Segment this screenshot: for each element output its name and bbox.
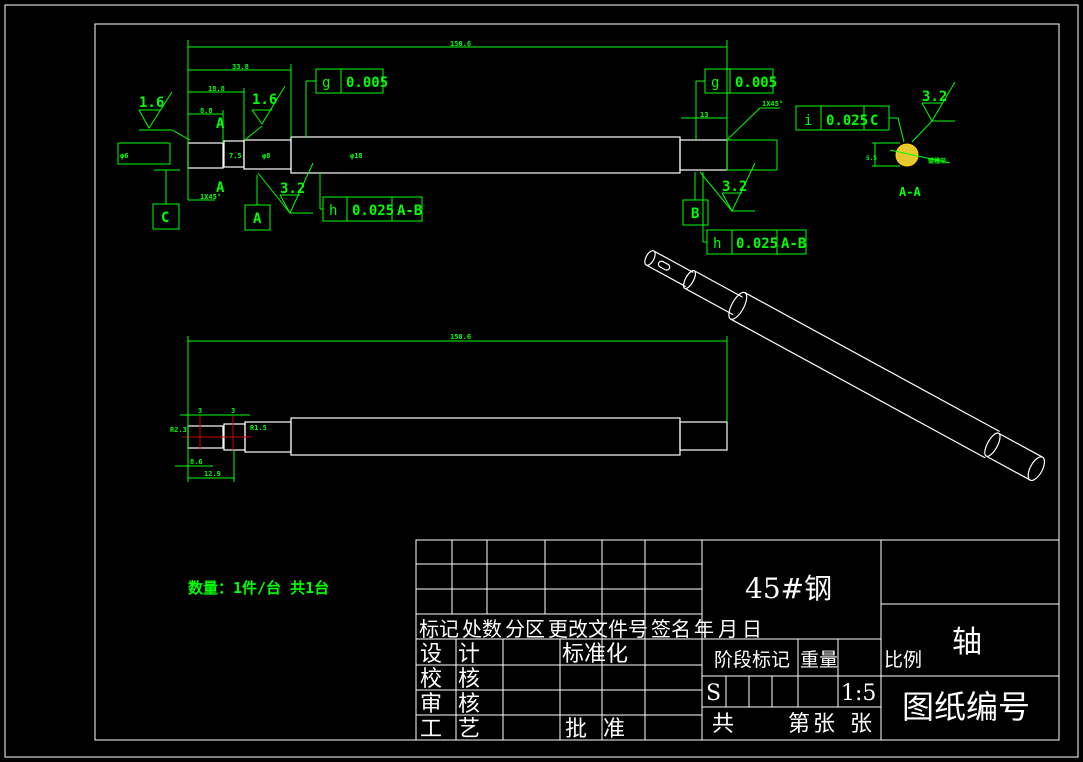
quantity-note: 数量：1件/台 共1台 <box>188 579 329 597</box>
section-dim: 5.5 <box>866 155 877 162</box>
tol-value-4: 0.025 <box>736 236 778 252</box>
tol-symbol-2: g <box>711 75 719 91</box>
drawing-number: 图纸编号 <box>902 688 1030 726</box>
header-zone: 分区 <box>505 617 545 641</box>
top-view: 150.6 3 3 R2.3 R1.5 8.6 12.9 <box>170 333 728 482</box>
section-title: A-A <box>899 185 921 199</box>
section-tol-datum: C <box>870 113 878 129</box>
sheet-unit-1: 张 <box>813 712 835 737</box>
header-day: 日 <box>742 617 762 641</box>
top-dim-r1: R2.3 <box>170 426 187 434</box>
header-sign: 签名 <box>651 617 691 641</box>
dim-overall: 150.6 <box>450 40 471 48</box>
section-roughness: 3.2 <box>922 89 947 105</box>
approve: 批准 <box>565 717 641 742</box>
roughness-2: 1.6 <box>252 92 277 108</box>
section-tol-value: 0.025 <box>826 113 868 129</box>
part-name: 轴 <box>952 625 982 660</box>
center-lines <box>182 415 252 450</box>
tol-value-2: 0.005 <box>735 75 777 91</box>
header-change-doc: 更改文件号 <box>548 617 648 641</box>
stage-label: 阶段标记 <box>714 649 790 671</box>
dim-dia-main: φ18 <box>350 152 363 160</box>
header-count: 处数 <box>462 617 502 641</box>
isometric-view <box>644 250 1046 481</box>
dim-dia-end: φ6 <box>120 152 128 160</box>
top-dim-overall: 150.6 <box>450 333 471 341</box>
tol-datum-3: A-B <box>397 203 422 219</box>
header-year: 年 <box>694 617 714 641</box>
chamfer-right: 1X45° <box>762 100 783 108</box>
dim-dia-small: 7.5 <box>229 152 242 160</box>
title-block: 45#钢 轴 图纸编号 标记 处数 分区 更改文件号 签名 年 月 日 设计 校… <box>415 539 1060 742</box>
sheet-number: 第 <box>788 712 810 737</box>
scale-label: 比例 <box>884 649 922 671</box>
section-mark-a-top: A <box>216 116 225 132</box>
roughness-4: 3.2 <box>722 179 747 195</box>
scale-value: 1:5 <box>841 681 876 706</box>
datum-b: B <box>691 206 699 222</box>
standardization: 标准化 <box>562 642 628 667</box>
dim-right-length: 13 <box>700 111 708 119</box>
header-mark: 标记 <box>419 617 459 641</box>
sheet-unit-2: 张 <box>850 712 872 737</box>
section-mark-a-bottom: A <box>216 180 225 196</box>
top-dim-off: 8.6 <box>190 458 203 466</box>
shaft-outline <box>117 136 778 174</box>
material: 45#钢 <box>745 572 832 605</box>
tol-symbol-4: h <box>713 236 721 252</box>
top-dim-slot2: 3 <box>231 407 235 415</box>
weight-label: 重量 <box>800 649 838 671</box>
dim-18-8: 18.8 <box>208 85 225 93</box>
section-view: i 0.025 C 3.2 5.5 键槽深 A-A <box>795 81 956 199</box>
role-check: 校核 <box>420 667 496 692</box>
datum-c: C <box>161 210 169 226</box>
top-dim-slot1: 3 <box>198 407 202 415</box>
roughness-1: 1.6 <box>139 95 164 111</box>
stage-value: S <box>706 681 721 706</box>
outer-border <box>4 4 1079 758</box>
tol-value-1: 0.005 <box>346 75 388 91</box>
role-process: 工艺 <box>420 717 496 742</box>
roughness-3: 3.2 <box>280 181 305 197</box>
tol-datum-4: A-B <box>781 236 806 252</box>
section-note: 键槽深 <box>927 157 946 165</box>
dim-8-8: 8.8 <box>200 107 213 115</box>
dim-33-8: 33.8 <box>232 63 249 71</box>
dim-dia-step: φ8 <box>262 152 270 160</box>
role-review: 审核 <box>420 692 496 717</box>
top-dim-r2: R1.5 <box>250 424 267 432</box>
top-dim-len: 12.9 <box>204 470 221 478</box>
chamfer-left: 1X45° <box>200 193 221 201</box>
role-design: 设计 <box>420 642 496 667</box>
sheets-total: 共 <box>712 712 734 737</box>
front-view: 150.6 33.8 18.8 8.8 13 1X45° 1X45° φ18 φ… <box>117 40 807 255</box>
tol-symbol-1: g <box>322 75 330 91</box>
header-month: 月 <box>718 617 738 641</box>
tol-value-3: 0.025 <box>352 203 394 219</box>
datum-a: A <box>253 211 262 227</box>
tol-symbol-3: h <box>329 203 337 219</box>
dimension-lines <box>138 40 807 255</box>
section-tol-symbol: i <box>804 113 812 129</box>
section-hatch <box>895 143 919 167</box>
